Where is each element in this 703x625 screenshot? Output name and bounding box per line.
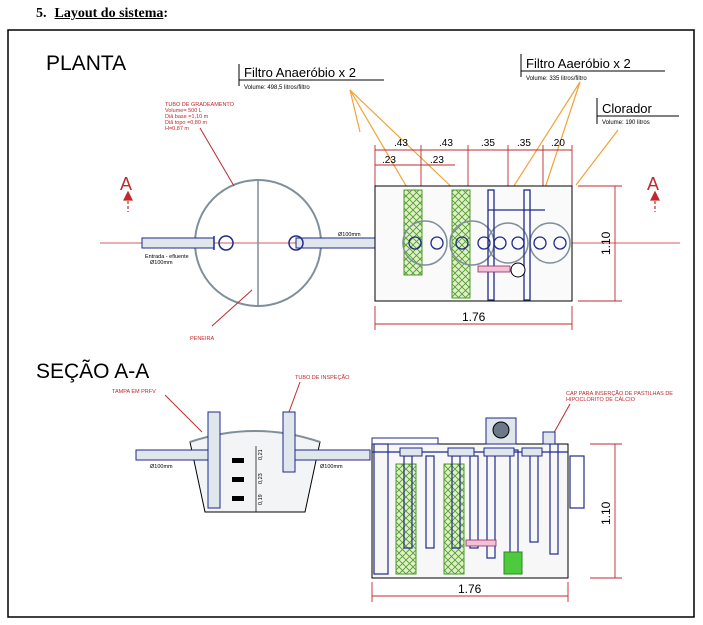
section-marker-right: A xyxy=(647,174,659,194)
planta-pink-pipe xyxy=(477,265,511,273)
secao-dim-height: 1.10 xyxy=(599,501,613,525)
cap-label-2: HIPOCLORITO DE CÁLCIO xyxy=(566,396,636,403)
filtro-aerobio-volume: Volume: 335 litros/filtro xyxy=(526,76,587,82)
drawing-frame xyxy=(7,29,695,618)
dim-top-4: .35 xyxy=(517,138,531,149)
clorador-label: Clorador xyxy=(602,101,653,116)
tubo-inspecao-label: TUBO DE INSPEÇÃO xyxy=(295,374,350,381)
tubo-gradeamento-l0: TUBO DE GRADEAMENTO xyxy=(165,102,235,108)
dim-top-3: .35 xyxy=(481,138,495,149)
filtro-anaerobio-1-mesh xyxy=(403,189,423,276)
tampa-label: TAMPA EM PRFV xyxy=(112,389,156,395)
filtro-anaerobio-2-mesh xyxy=(451,189,471,299)
section-marker-arrows xyxy=(123,190,660,212)
filtro-anaerobio-label: Filtro Anaeróbio x 2 xyxy=(244,65,356,80)
dim-top-2: .43 xyxy=(439,138,453,149)
dim-top-5: .20 xyxy=(551,138,565,149)
tampa-prfv xyxy=(189,430,321,443)
secao-dim-width: 1.76 xyxy=(458,582,482,596)
tubo-gradeamento-l1: Volume= 500 L xyxy=(165,108,202,114)
peneira-leader xyxy=(211,289,253,327)
secao-filtro-2-mesh xyxy=(443,463,465,575)
planta-internal-pipes xyxy=(408,189,567,301)
secao-pipe-left: Ø100mm xyxy=(150,464,173,470)
cap-label-1: CAP PARA INSERÇÃO DE PASTILHAS DE xyxy=(566,390,673,397)
secao-pink-pipe xyxy=(465,539,497,547)
section-title-colon: : xyxy=(163,6,169,21)
tubo-gradeamento-l4: H=0,87 m xyxy=(165,126,189,132)
filtro-aerobio-label: Filtro Aaeróbio x 2 xyxy=(526,56,631,71)
tampa-leader xyxy=(164,394,203,433)
top-dimension-chain xyxy=(374,145,573,186)
section-number: 5. xyxy=(36,6,47,21)
planta-dims xyxy=(374,185,622,330)
secao-pipe-mid: Ø100mm xyxy=(320,464,343,470)
planta-title: PLANTA xyxy=(46,52,126,75)
secao-title: SEÇÃO A-A xyxy=(36,359,149,383)
secao-filtro-1-mesh xyxy=(395,463,417,575)
callout-leaders xyxy=(349,81,619,201)
section-marker-left: A xyxy=(120,174,132,194)
secao-inlet-tubes xyxy=(135,411,371,509)
tubo-gradeamento-l3: Diâ topo =0,80 m xyxy=(165,120,207,126)
dim-top-1: .43 xyxy=(394,138,408,149)
entrada-diam: Ø100mm xyxy=(150,260,173,266)
filtro-anaerobio-volume: Volume: 498,5 litros/filtro xyxy=(244,85,310,91)
planta-dim-height: 1.10 xyxy=(599,231,613,255)
tanque-secao-lid xyxy=(371,437,439,445)
clorador-pastilha xyxy=(510,262,526,278)
secao-dim-small-1: 0,21 xyxy=(258,449,264,460)
secao-dims xyxy=(371,443,622,602)
clorador-volume: Volume: 190 litros xyxy=(602,120,650,126)
pipe-label-planta: Ø100mm xyxy=(338,232,361,238)
planta-dim-width: 1.76 xyxy=(462,310,486,324)
dim-sub-2: .23 xyxy=(430,155,444,166)
tubo-inspecao-leader xyxy=(288,381,301,413)
tubo-gradeamento-l2: Diâ base =1,10 m xyxy=(165,114,209,120)
secao-grades xyxy=(232,458,244,501)
secao-dim-small-2: 0,23 xyxy=(258,473,264,484)
secao-pump xyxy=(492,421,510,439)
entrada-label: Entrada - efluente xyxy=(145,254,189,260)
secao-dim-small-3: 0,19 xyxy=(258,494,264,505)
section-heading: 5. Layout do sistema: xyxy=(36,6,168,22)
secao-green-pad xyxy=(503,551,523,575)
section-title: Layout do sistema xyxy=(54,6,164,21)
peneira-label: PENEIRA xyxy=(190,336,214,342)
dim-sub-1: .23 xyxy=(382,155,396,166)
tubo-gradeamento-leader xyxy=(199,127,235,187)
